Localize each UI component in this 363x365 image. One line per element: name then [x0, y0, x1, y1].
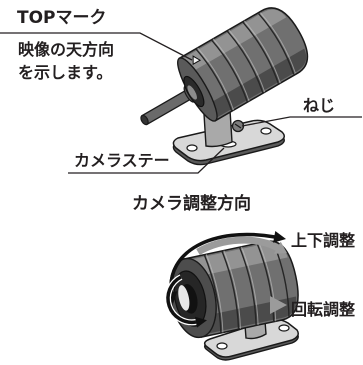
barrel-highlight	[180, 9, 287, 74]
rotation-adjust-label: 回転調整	[291, 300, 356, 319]
screw	[231, 119, 245, 133]
tilt-arrow-arc	[169, 232, 276, 294]
leader-line-screw	[241, 116, 362, 127]
tilt-arrow-band	[196, 236, 280, 256]
adjustment-heading: カメラ調整方向	[132, 194, 251, 214]
screw-slot	[234, 123, 242, 129]
tilt-adjust-arrow	[165, 231, 287, 304]
top-camera-illustration	[140, 7, 309, 166]
rotation-arrow-head	[195, 316, 207, 328]
camera-stay-bracket	[172, 109, 285, 166]
top-mark-note-line1: 映像の天方向	[18, 40, 115, 59]
tilt-arrow-band-head	[273, 241, 287, 254]
bottom-camera-stay	[203, 307, 299, 361]
top-mark-label: TOPマーク	[17, 8, 107, 28]
top-mark-triangle	[192, 55, 202, 66]
tilt-adjust-label: 上下調整	[291, 231, 356, 250]
stay-hole-right	[260, 127, 272, 135]
adjustment-illustration	[165, 231, 299, 361]
camera-lens	[183, 75, 205, 108]
camera-stay-label: カメラステー	[74, 151, 170, 170]
barrel-shadow	[206, 48, 307, 119]
rotation-arrow-side-head	[270, 296, 287, 314]
cable-rod-end	[140, 114, 149, 126]
leader-line-top-mark	[0, 32, 193, 61]
rotation-adjust-arrow	[165, 274, 287, 328]
rotation-arrow-arc	[166, 275, 197, 325]
leader-lines	[0, 32, 362, 174]
bottom-barrel-ribs	[203, 241, 290, 333]
barrel-ribs	[195, 12, 296, 112]
lens-glass	[187, 85, 197, 100]
bottom-stay-hole-right	[278, 324, 290, 332]
lens-highlight	[178, 285, 190, 311]
leader-line-camera-stay	[68, 147, 225, 174]
top-mark-note-line2: を示します。	[18, 63, 113, 82]
top-camera-body	[140, 7, 309, 126]
bottom-stay-hole-left	[216, 342, 228, 350]
stay-hole-left	[186, 144, 198, 152]
screw-label: ねじ	[303, 96, 336, 115]
tilt-arrow-head-right	[273, 231, 286, 243]
